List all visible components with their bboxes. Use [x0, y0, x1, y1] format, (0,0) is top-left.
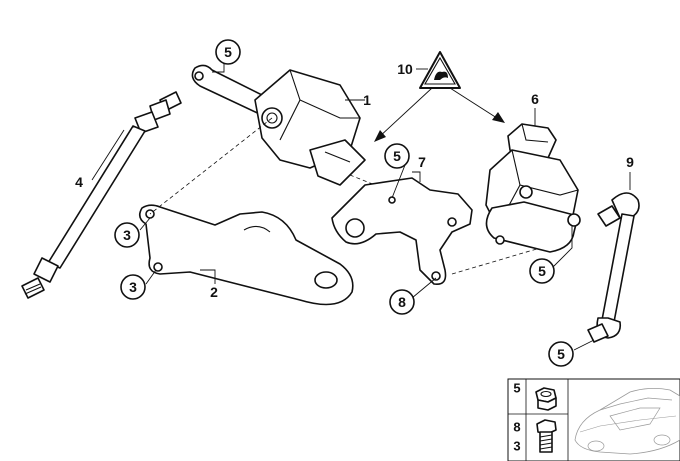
label-2[interactable]: 2 [210, 284, 218, 300]
inset-label-nut: 5 [513, 381, 520, 396]
label-1[interactable]: 1 [363, 92, 371, 108]
part-4-strut [21, 91, 182, 299]
svg-text:5: 5 [557, 346, 565, 362]
arrowhead-left-icon [374, 130, 386, 142]
leader-4 [91, 129, 125, 181]
label-9[interactable]: 9 [626, 154, 634, 170]
car-silhouette-icon [574, 388, 680, 455]
nut-icon [535, 387, 557, 411]
inset-label-bolt-a: 8 [513, 420, 520, 435]
callout-3-upper[interactable]: 3 [114, 222, 140, 248]
callout-8[interactable]: 8 [389, 289, 415, 315]
leader-5-top [212, 64, 225, 73]
part-7-bracket [331, 177, 473, 286]
svg-text:3: 3 [123, 227, 131, 243]
part-6-sensor [485, 123, 581, 253]
part-2-bracket [138, 204, 354, 306]
callout-5-sensor[interactable]: 5 [529, 258, 555, 284]
callout-3-lower[interactable]: 3 [120, 274, 146, 300]
svg-text:3: 3 [129, 279, 137, 295]
warning-triangle-icon [419, 51, 461, 89]
callout-5-link[interactable]: 5 [548, 341, 574, 367]
svg-text:5: 5 [538, 263, 546, 279]
inset-box: 5 8 3 [507, 378, 680, 461]
leader-8 [411, 277, 437, 299]
leader-5-link [573, 339, 595, 351]
leader-2 [200, 269, 216, 284]
dash-line-1 [149, 117, 273, 215]
callout-5-bracket[interactable]: 5 [384, 143, 410, 169]
dash-line-3 [451, 247, 541, 275]
arrowhead-right-icon [492, 112, 505, 123]
arrow-10-right [449, 87, 501, 121]
leader-7 [412, 171, 421, 182]
part-1-sensor-arm [191, 64, 366, 186]
leader-3-upper [139, 217, 151, 231]
callout-5-top[interactable]: 5 [215, 39, 241, 65]
leader-5-bracket [391, 164, 406, 199]
inset-label-bolt-b: 3 [513, 439, 520, 454]
svg-text:8: 8 [398, 294, 406, 310]
bolt-icon [536, 419, 557, 453]
svg-text:5: 5 [224, 44, 232, 60]
arrow-10-left [377, 87, 433, 139]
label-4[interactable]: 4 [75, 174, 83, 190]
label-10[interactable]: 10 [397, 61, 413, 77]
leader-3-lower [145, 269, 157, 285]
part-9-link-rod [587, 192, 640, 343]
label-6[interactable]: 6 [531, 91, 539, 107]
leader-5-sensor [551, 226, 573, 269]
label-7[interactable]: 7 [418, 154, 426, 170]
svg-text:5: 5 [393, 148, 401, 164]
